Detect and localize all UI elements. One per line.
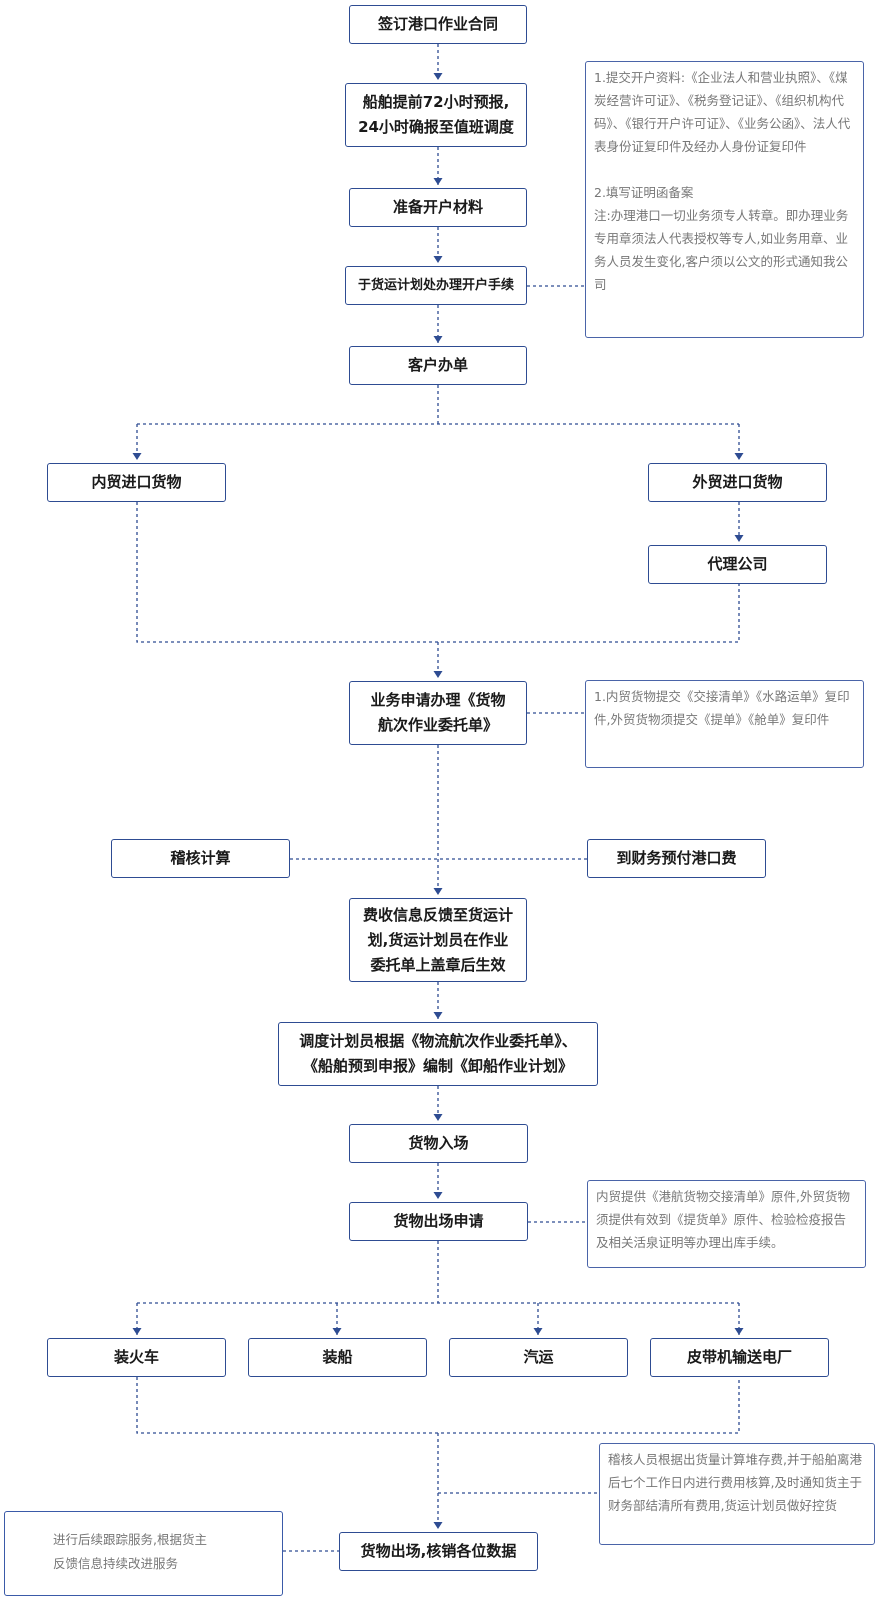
arrowhead xyxy=(433,256,443,263)
arrowhead xyxy=(433,1012,443,1019)
exit-procedures-note: 内贸提供《港航货物交接清单》原件,外贸货物须提供有效到《提货单》原件、检验检疫报… xyxy=(587,1180,866,1268)
arrowhead xyxy=(433,1522,443,1529)
account-materials-note: 1.提交开户资料:《企业法人和营业执照》、《煤炭经营许可证》、《税务登记证》、《… xyxy=(585,61,864,338)
arrowhead xyxy=(433,671,443,678)
ship-loading-step[interactable]: 装船 xyxy=(248,1338,427,1377)
arrowhead xyxy=(132,453,142,460)
arrowhead xyxy=(332,1328,342,1335)
prepare-materials-step[interactable]: 准备开户材料 xyxy=(349,188,527,227)
storage-fees-note: 稽核人员根据出货量计算堆存费,并于船舶离港后七个工作日内进行费用核算,及时通知货… xyxy=(599,1443,875,1545)
audit-calculation-step[interactable]: 稽核计算 xyxy=(111,839,290,878)
exit-application-step[interactable]: 货物出场申请 xyxy=(349,1202,528,1241)
sign-contract-step[interactable]: 签订港口作业合同 xyxy=(349,5,527,44)
arrowhead xyxy=(433,178,443,185)
belt-conveyor-step[interactable]: 皮带机输送电厂 xyxy=(650,1338,829,1377)
arrowhead xyxy=(533,1328,543,1335)
ship-report-step[interactable]: 船舶提前72小时预报, 24小时确报至值班调度 xyxy=(345,83,527,147)
open-account-step[interactable]: 于货运计划处办理开户手续 xyxy=(345,266,527,305)
documents-note: 1.内贸货物提交《交接清单》《水路运单》复印件,外贸货物须提交《提单》《舱单》复… xyxy=(585,680,864,768)
arrowhead xyxy=(734,1328,744,1335)
prepay-fees-step[interactable]: 到财务预付港口费 xyxy=(587,839,766,878)
fee-feedback-step[interactable]: 费收信息反馈至货运计 划,货运计划员在作业 委托单上盖章后生效 xyxy=(349,898,527,982)
arrowhead xyxy=(433,336,443,343)
follow-up-note: 进行后续跟踪服务,根据货主 反馈信息持续改进服务 xyxy=(4,1511,283,1596)
arrowhead xyxy=(433,888,443,895)
business-application-step[interactable]: 业务申请办理《货物 航次作业委托单》 xyxy=(349,681,527,745)
truck-transport-step[interactable]: 汽运 xyxy=(449,1338,628,1377)
domestic-import-step[interactable]: 内贸进口货物 xyxy=(47,463,226,502)
train-loading-step[interactable]: 装火车 xyxy=(47,1338,226,1377)
arrowhead xyxy=(433,1192,443,1199)
arrowhead xyxy=(433,1114,443,1121)
arrowhead xyxy=(132,1328,142,1335)
foreign-import-step[interactable]: 外贸进口货物 xyxy=(648,463,827,502)
arrowhead xyxy=(734,453,744,460)
arrowhead xyxy=(734,535,744,542)
customer-order-step[interactable]: 客户办单 xyxy=(349,346,527,385)
connector-line xyxy=(136,1377,740,1434)
cargo-entry-step[interactable]: 货物入场 xyxy=(349,1124,528,1163)
dispatch-plan-step[interactable]: 调度计划员根据《物流航次作业委托单》、 《船舶预到申报》编制《卸船作业计划》 xyxy=(278,1022,598,1086)
agent-company-step[interactable]: 代理公司 xyxy=(648,545,827,584)
arrowhead xyxy=(433,73,443,80)
cargo-exit-step[interactable]: 货物出场,核销各位数据 xyxy=(339,1532,538,1571)
